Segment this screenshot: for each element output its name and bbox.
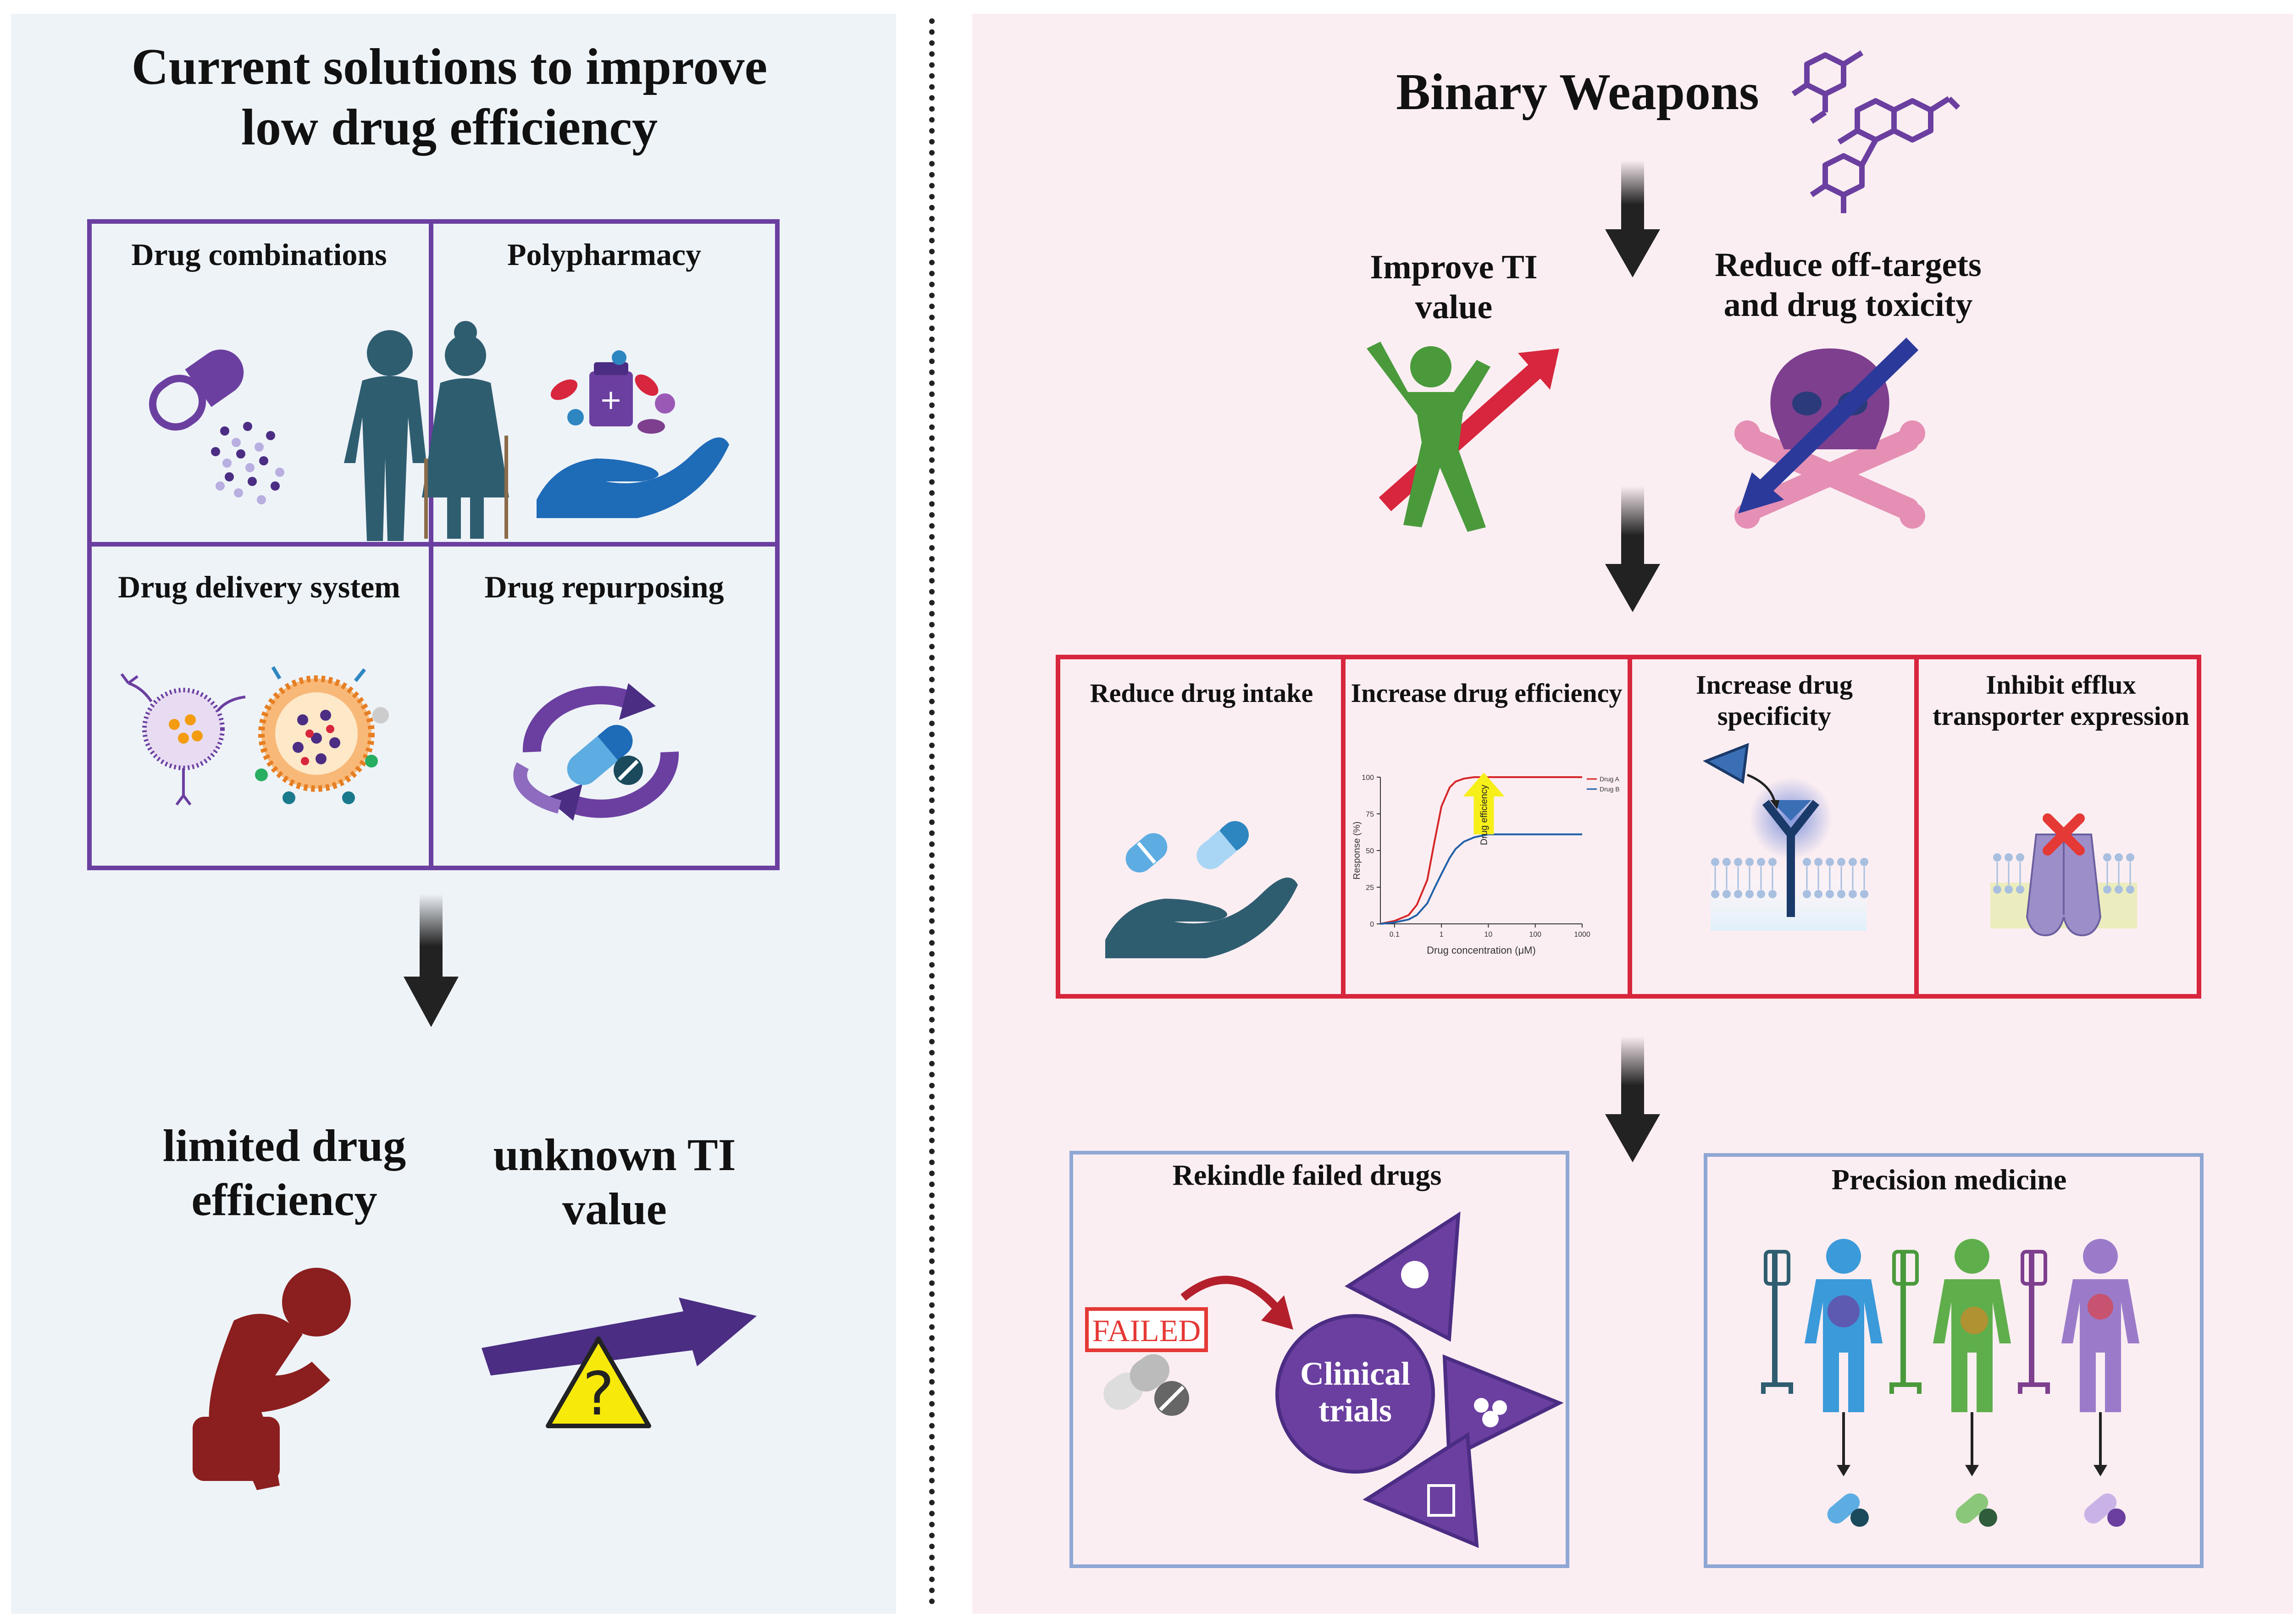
chart-x-tick-label: 0.1 <box>1390 931 1400 939</box>
skull-crossbones-icon <box>1734 337 1925 529</box>
hand-pills-icon <box>1105 821 1298 958</box>
iv-patient-icon <box>2018 1239 2139 1527</box>
dose-response-chart: 0 25 50 75 100 0.1 1 10 100 1000 Response (%) Drug … <box>1352 773 1620 956</box>
rekindle-box <box>1069 1151 1569 1568</box>
quadrant-label-polypharmacy: Polypharmacy <box>507 237 702 272</box>
quadrant-label-drug-combinations: Drug combinations <box>131 237 387 272</box>
mechanism-reduce-intake: Reduce drug intake <box>1090 678 1313 708</box>
warning-arrow-icon: ? <box>482 1298 757 1429</box>
chart-y-tick-label: 25 <box>1366 884 1374 892</box>
iv-patient-icon <box>1889 1239 2011 1527</box>
down-arrow-icon <box>1605 1036 1660 1162</box>
chart-y-label: Response (%) <box>1352 822 1362 880</box>
pill-spill-icon <box>149 349 284 504</box>
mechanism-inhibit-efflux: Inhibit efflux transporter expression <box>1932 670 2190 731</box>
mechanism-increase-specificity: Increase drug specificity <box>1695 670 1853 731</box>
clinical-trials-label-2: trials <box>1318 1392 1392 1429</box>
mechanism-increase-efficiency: Increase drug efficiency <box>1351 678 1623 708</box>
cheering-person-icon <box>1367 342 1559 532</box>
down-arrow-icon <box>1605 160 1660 277</box>
receptor-icon <box>1702 743 1868 931</box>
recycle-pill-icon <box>513 683 679 821</box>
application-precision: Precision medicine <box>1831 1163 2067 1196</box>
iv-patient-icon <box>1761 1239 1883 1527</box>
down-arrow-icon <box>1605 486 1660 612</box>
chart-y-tick-label: 0 <box>1370 921 1374 928</box>
quadrant-label-drug-delivery: Drug delivery system <box>118 569 400 604</box>
outcome-unknown-ti: unknown TI value <box>493 1129 736 1234</box>
svg-text:+: + <box>599 384 622 416</box>
chart-y-tick-label: 50 <box>1366 847 1374 855</box>
transporter-icon <box>1990 813 2137 937</box>
chart-efficiency-arrow-body <box>1473 795 1494 834</box>
chart-efficiency-arrow-head <box>1463 773 1505 796</box>
liposome-icon <box>120 666 389 806</box>
chart-y-tick-label: 75 <box>1366 811 1374 818</box>
clinical-trials-label: Clinical <box>1300 1355 1410 1392</box>
warning-question-mark: ? <box>583 1359 615 1429</box>
application-rekindle: Rekindle failed drugs <box>1172 1159 1442 1191</box>
chart-legend-label: Drug A <box>1600 775 1619 783</box>
despair-person-icon <box>193 1268 351 1490</box>
mechanism-divider-2 <box>1628 655 1632 999</box>
chart-legend-label: Drug B <box>1600 785 1620 793</box>
benefit-improve-ti: Improve TI value <box>1370 249 1538 326</box>
chart-x-tick-label: 10 <box>1484 931 1492 939</box>
chart-x-tick-label: 1000 <box>1574 931 1590 939</box>
outcome-limited-efficiency: limited drug efficiency <box>162 1120 406 1225</box>
elderly-couple-icon <box>344 321 509 541</box>
right-title: Binary Weapons <box>1396 64 1759 121</box>
down-arrow-icon <box>404 894 459 1027</box>
chart-x-tick-label: 100 <box>1529 931 1541 939</box>
chart-series-line <box>1380 833 1582 925</box>
precision-medicine-box <box>1704 1153 2204 1568</box>
failed-pill-icon: FAILED <box>1085 1276 1293 1416</box>
chart-x-tick-label: 1 <box>1440 931 1444 939</box>
molecule-icon <box>1791 50 1961 213</box>
failed-stamp: FAILED <box>1092 1313 1201 1348</box>
chart-x-label: Drug concentration (μM) <box>1427 945 1536 956</box>
mechanism-divider-1 <box>1341 655 1346 999</box>
chart-y-tick-label: 100 <box>1362 774 1374 782</box>
hand-meds-icon: + <box>537 350 729 518</box>
quadrant-label-drug-repurposing: Drug repurposing <box>484 569 724 604</box>
clinical-trial-cycle-icon: Clinical trials <box>1275 1211 1564 1548</box>
left-title: Current solutions to improve low drug ef… <box>131 39 768 156</box>
chart-annotation: Drug efficiency <box>1479 784 1489 845</box>
quadrant-divider-h <box>87 542 780 547</box>
dotted-divider <box>929 18 935 1605</box>
mechanism-divider-3 <box>1914 655 1919 999</box>
benefit-reduce-toxicity: Reduce off-targets and drug toxicity <box>1715 246 1982 324</box>
left-panel <box>11 14 896 1614</box>
